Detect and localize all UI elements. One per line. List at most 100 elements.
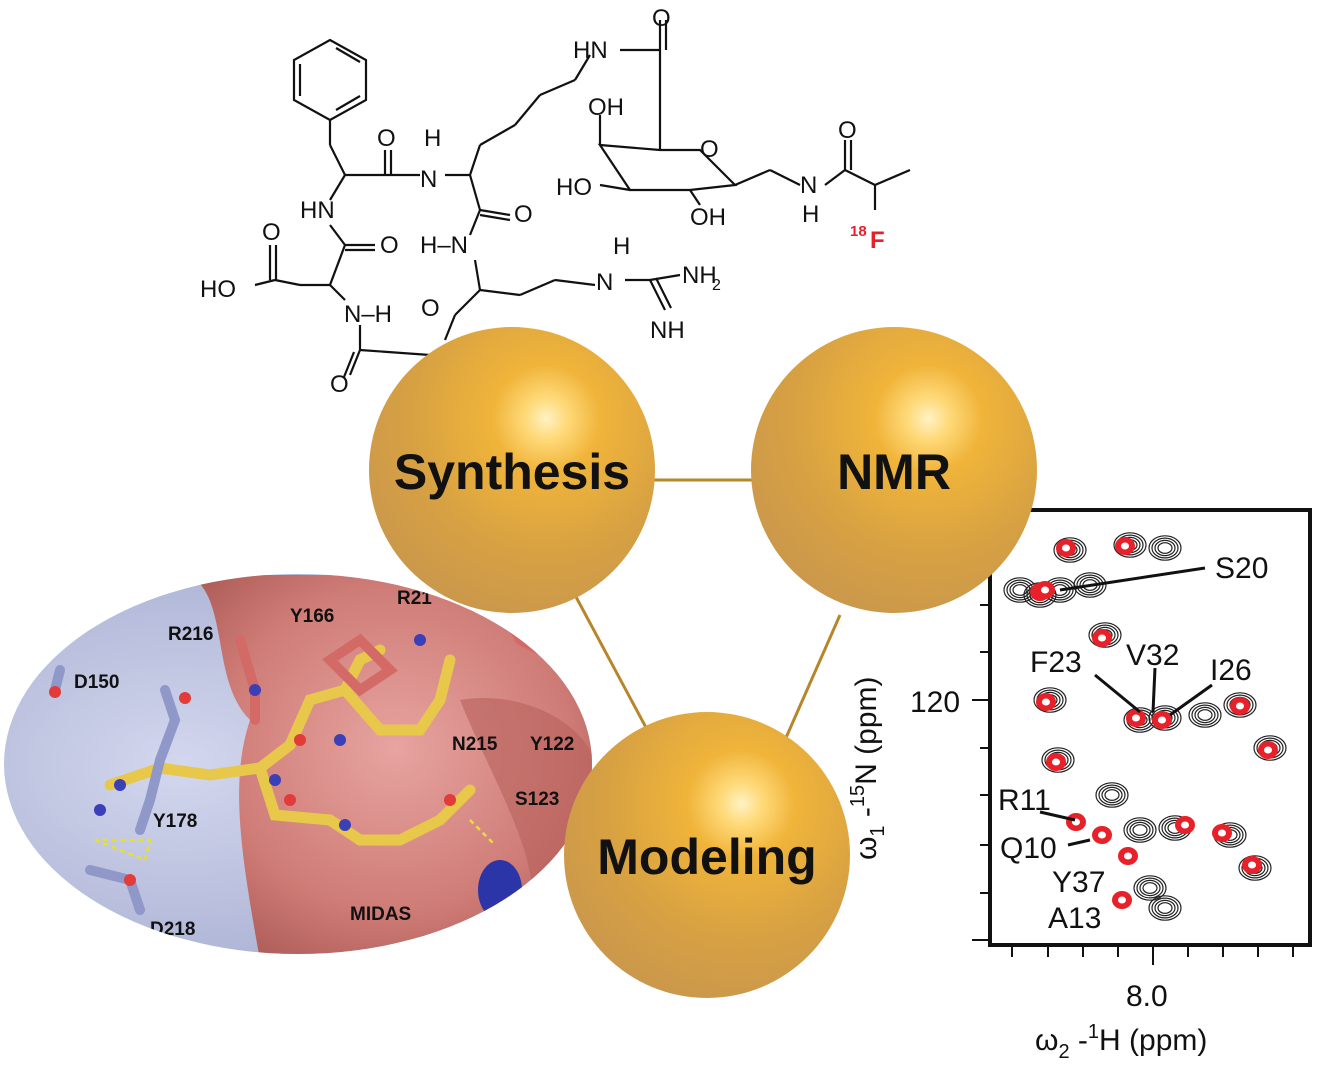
svg-text:NH: NH (682, 262, 717, 289)
contour-black (1073, 572, 1107, 598)
contour-black (1009, 581, 1031, 599)
contour-red-core (1098, 634, 1106, 642)
connectors (573, 478, 842, 741)
sphere-label-modeling: Modeling (597, 829, 816, 885)
contour-black (1129, 821, 1151, 839)
contour-red-core (1118, 896, 1126, 904)
hydrogen-bonds (94, 819, 496, 862)
contour-red-core (1042, 698, 1050, 706)
peak-label-r11: R11 (998, 784, 1051, 817)
contour-black (1197, 709, 1213, 721)
modeling-structure-panel: D150 R216 Y166 R21 N215 Y122 S123 Y178 D… (4, 574, 592, 954)
peak-label-s20: S20 (1215, 552, 1268, 585)
svg-text:N–H: N–H (344, 301, 392, 328)
label-r216: R216 (168, 624, 213, 645)
contour-black (1157, 542, 1173, 554)
svg-text:O: O (421, 295, 440, 322)
contour-red-core (1248, 861, 1256, 869)
contour-red-core (1098, 831, 1106, 839)
label-y166: Y166 (290, 606, 334, 627)
svg-text:O: O (380, 232, 399, 259)
peak-label-a13: A13 (1048, 902, 1101, 935)
peak-label-y37: Y37 (1052, 866, 1105, 899)
contour-black (1012, 584, 1028, 596)
x-axis-label: ω2 -1H (ppm) (1035, 1021, 1207, 1063)
peak-label-q10: Q10 (1000, 832, 1057, 865)
label-y178: Y178 (153, 811, 197, 832)
contour-red-core (1236, 702, 1244, 710)
svg-text:OH: OH (588, 94, 624, 121)
contour-black (1253, 735, 1287, 761)
label-midas: MIDAS (350, 904, 411, 925)
contour-black (1088, 622, 1122, 648)
svg-text:2: 2 (712, 277, 721, 294)
oxygen-atoms (49, 686, 456, 886)
contour-black (1223, 692, 1257, 718)
contour-red-core (1132, 714, 1140, 722)
contour-black (1148, 705, 1182, 731)
contour-black (1133, 875, 1167, 901)
contour-black (1139, 879, 1161, 897)
svg-text:HN: HN (573, 37, 608, 64)
label-d218: D218 (150, 919, 195, 940)
contour-black (1142, 882, 1158, 894)
svg-text:O: O (262, 219, 281, 246)
contour-black (1194, 706, 1216, 724)
contour-black (1104, 789, 1120, 801)
contour-black (1095, 782, 1129, 808)
svg-text:HO: HO (200, 276, 236, 303)
nmr-peaks (1003, 532, 1287, 921)
svg-text:H–N: H–N (420, 232, 468, 259)
label-r21: R21 (397, 588, 432, 609)
contour-black (1136, 877, 1164, 899)
svg-text:O: O (330, 371, 349, 398)
contour-red-core (1181, 821, 1189, 829)
contour-black (1154, 539, 1176, 557)
sphere-modeling: Modeling (564, 712, 850, 998)
contour-black (1157, 902, 1173, 914)
peak-label-i26: I26 (1210, 654, 1252, 687)
contour-black (1132, 824, 1148, 836)
svg-text:NH: NH (650, 317, 685, 344)
label-s123: S123 (515, 789, 559, 810)
phenyl-ring (292, 38, 368, 122)
contour-black (1113, 532, 1147, 558)
nitrogen-atoms (94, 634, 426, 831)
connector-nmr-modeling (783, 614, 842, 741)
chemical-structure: HN O OH HO HO OH O O H N HN O O H–N O HO… (200, 5, 911, 398)
svg-text:HO: HO (556, 174, 592, 201)
contour-black (1033, 687, 1067, 713)
contour-black (1151, 897, 1179, 919)
peak-label-f23: F23 (1030, 646, 1082, 679)
connector-synthesis-modeling (573, 594, 652, 736)
contour-black (1188, 702, 1222, 728)
contour-black (1148, 895, 1182, 921)
contour-black (1076, 574, 1104, 596)
contour-black (1151, 537, 1179, 559)
contour-black (1238, 855, 1272, 881)
contour-black (1098, 784, 1126, 806)
svg-text:O: O (514, 201, 533, 228)
y-tick-120: 120 (910, 686, 960, 719)
contour-red-core (1264, 746, 1272, 754)
peak-label-v32: V32 (1126, 639, 1179, 672)
svg-text:HN: HN (300, 197, 335, 224)
contour-black (1041, 747, 1075, 773)
label-n215: N215 (452, 734, 498, 755)
contour-red-core (1218, 829, 1226, 837)
svg-text:OH: OH (690, 204, 726, 231)
contour-black (1191, 704, 1219, 726)
contour-black (1148, 535, 1182, 561)
contour-black (1053, 537, 1087, 563)
svg-text:O: O (700, 136, 719, 163)
contour-red-core (1124, 852, 1132, 860)
svg-text:N: N (596, 269, 613, 296)
y-axis-ticks (972, 557, 990, 941)
contour-red-core (1062, 544, 1070, 552)
contour-red-core (1041, 586, 1049, 594)
label-d150: D150 (74, 672, 119, 693)
contour-black (1101, 786, 1123, 804)
y-axis-label: ω1 -15N (ppm) (847, 677, 889, 860)
svg-text:O: O (652, 5, 671, 32)
